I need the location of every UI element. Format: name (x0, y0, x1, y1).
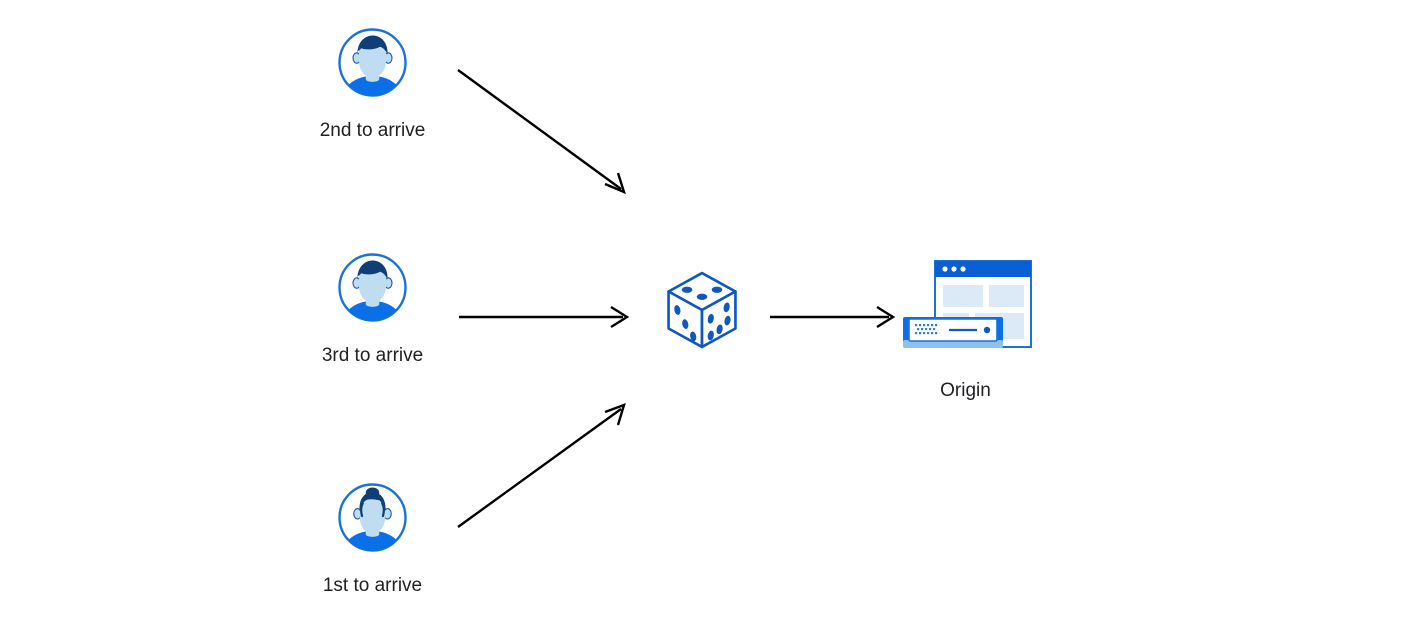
user-avatar-short-hair-icon (335, 25, 410, 105)
origin-server-browser-icon (893, 255, 1038, 365)
user-avatar-bun-hair-icon (335, 480, 410, 560)
arrow-dice-to-origin (770, 305, 896, 329)
node-origin[interactable]: Origin (893, 255, 1038, 403)
dice-icon (658, 266, 746, 359)
node-user-3rd[interactable]: 3rd to arrive (300, 250, 445, 368)
arrow-3rd-to-dice (459, 305, 630, 329)
node-label-origin: Origin (940, 380, 991, 401)
node-dice[interactable] (658, 266, 746, 359)
node-label-user-1st: 1st to arrive (322, 575, 423, 596)
user-avatar-short-hair-icon (335, 250, 410, 330)
node-label-user-3rd: 3rd to arrive (321, 345, 424, 366)
rack-server-device (903, 317, 1003, 348)
node-label-user-2nd: 2nd to arrive (319, 120, 426, 141)
node-user-2nd[interactable]: 2nd to arrive (300, 25, 445, 143)
arrow-1st-to-dice (457, 403, 626, 528)
node-user-1st[interactable]: 1st to arrive (300, 480, 445, 598)
arrow-2nd-to-dice (457, 69, 626, 195)
